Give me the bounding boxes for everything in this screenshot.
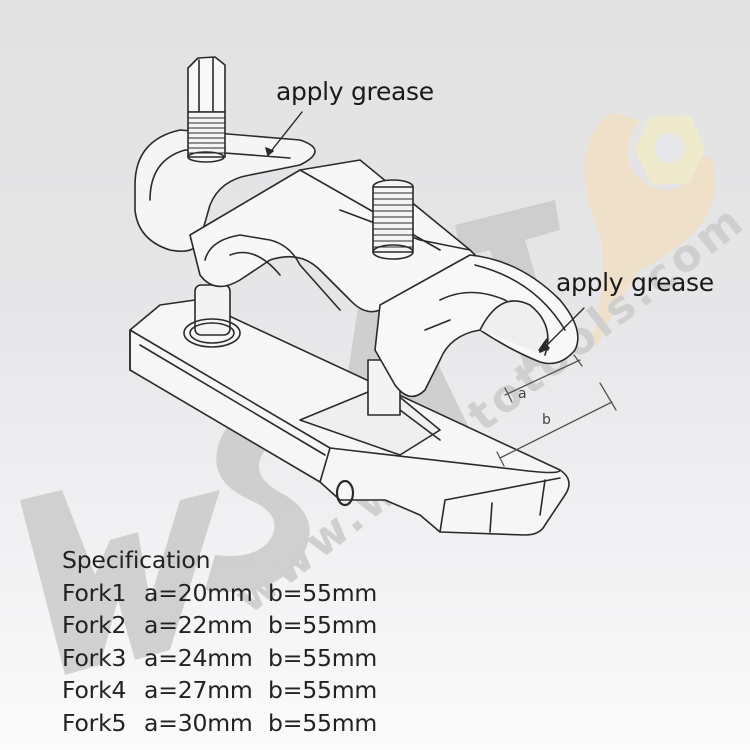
dimension-b-value: b=55mm <box>268 578 378 607</box>
dimension-b-value: b=55mm <box>268 676 378 704</box>
spec-row: Fork4 a=27mm b=55mm <box>62 674 377 707</box>
specification-table: Specification Fork1 a=20mm b=55mm Fork2 a=2… <box>62 544 377 739</box>
fork-name: Fork1 <box>62 578 127 607</box>
threaded-bolt-left <box>187 56 226 163</box>
dimension-a-label: a <box>518 386 527 402</box>
dimension-b-value: b=55mm <box>268 611 378 639</box>
fork-name: Fork3 <box>62 643 127 672</box>
specification-title: Specification <box>62 546 211 574</box>
spec-row: Fork5 a=30mm b=55mm <box>62 707 377 740</box>
dimension-a-value: a=22mm <box>144 611 253 639</box>
fork-name: Fork5 <box>62 708 127 737</box>
apply-grease-callout-fork: apply grease <box>556 268 714 297</box>
apply-grease-callout-top: apply grease <box>276 77 434 106</box>
dimension-a-value: a=30mm <box>144 708 253 737</box>
threaded-bolt-middle <box>372 179 414 260</box>
dimension-b-value: b=55mm <box>268 708 378 737</box>
dimension-b-label: b <box>542 412 551 428</box>
dimension-a-value: a=24mm <box>144 643 253 672</box>
spec-row: Fork1 a=20mm b=55mm <box>62 577 377 610</box>
fork-name: Fork2 <box>62 611 127 639</box>
spec-row: Fork3 a=24mm b=55mm <box>62 642 377 675</box>
fork-name: Fork4 <box>62 676 127 704</box>
dimension-b-value: b=55mm <box>268 643 378 672</box>
dimension-a-value: a=20mm <box>144 578 253 607</box>
spec-row: Fork2 a=22mm b=55mm <box>62 609 377 642</box>
dimension-a-value: a=27mm <box>144 676 253 704</box>
